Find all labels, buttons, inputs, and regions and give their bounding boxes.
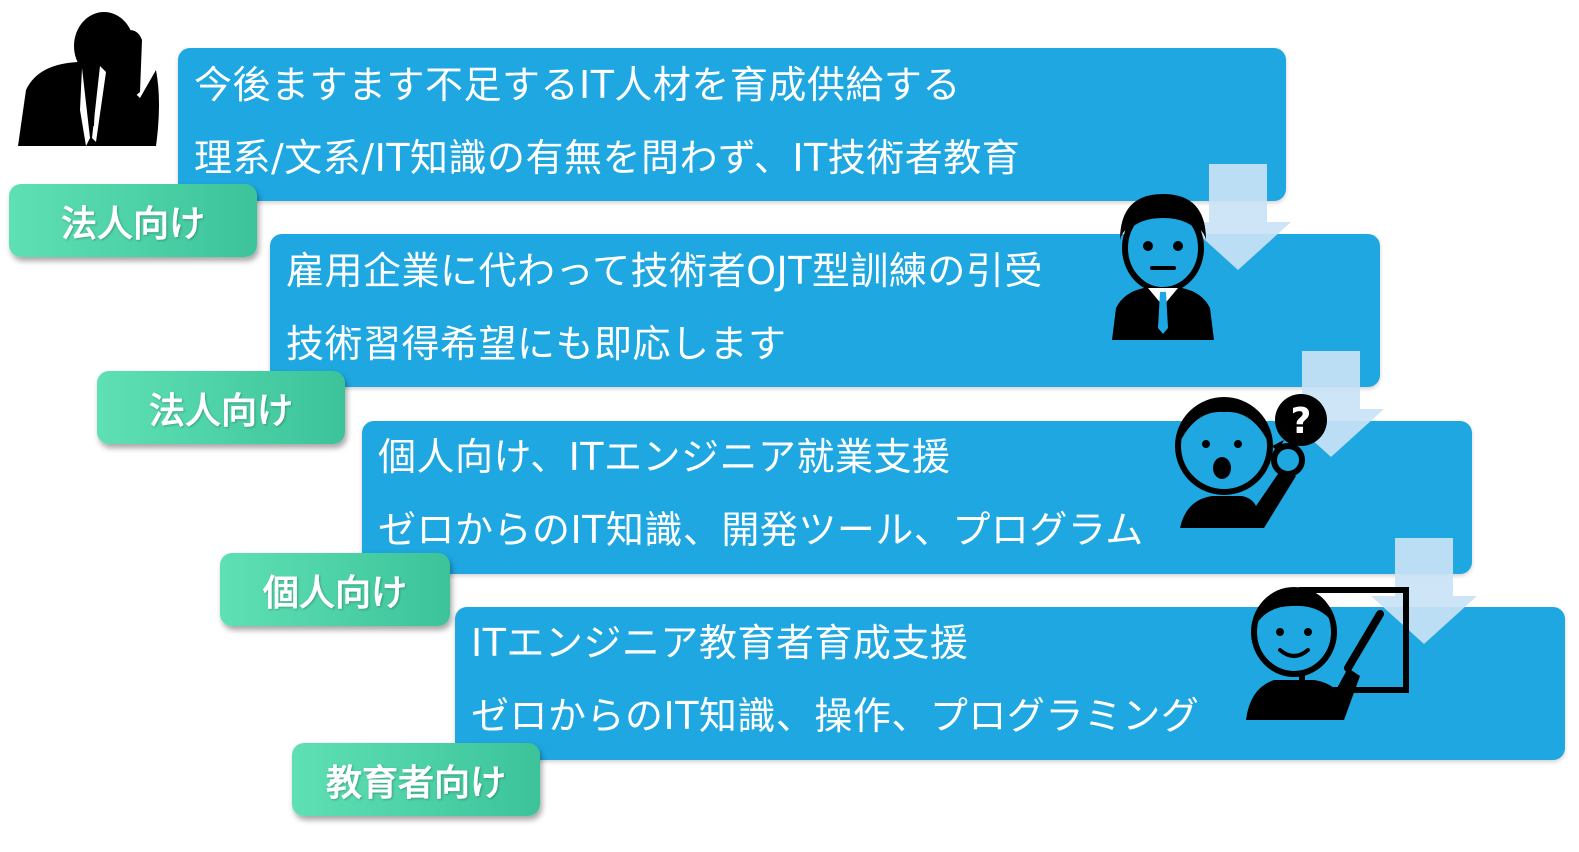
step-4-line-1: ITエンジニア教育者育成支援 <box>471 621 969 665</box>
svg-text:?: ? <box>1291 401 1312 442</box>
step-1-line-2: 理系/文系/IT知識の有無を問わず、IT技術者教育 <box>194 136 1021 180</box>
step-4-tag: 教育者向け <box>292 743 540 816</box>
step-3-tag: 個人向け <box>220 553 450 626</box>
step-4-card: ITエンジニア教育者育成支援 ゼロからのIT知識、操作、プログラミング <box>455 607 1565 760</box>
step-4-line-2: ゼロからのIT知識、操作、プログラミング <box>471 694 1200 738</box>
step-1-tag: 法人向け <box>9 184 257 257</box>
teacher-icon <box>1246 587 1409 720</box>
step-2-line-2: 技術習得希望にも即応します <box>286 322 787 366</box>
question-person-icon: ? <box>1175 394 1327 528</box>
businessman-icon <box>1112 194 1214 340</box>
step-1-line-1: 今後ますます不足するIT人材を育成供給する <box>194 63 961 107</box>
step-3-line-1: 個人向け、ITエンジニア就業支援 <box>378 435 951 479</box>
worried-man-icon <box>18 12 159 146</box>
step-1-card: 今後ますます不足するIT人材を育成供給する 理系/文系/IT知識の有無を問わず、… <box>178 48 1286 201</box>
step-2-tag: 法人向け <box>97 371 345 444</box>
step-2-line-1: 雇用企業に代わって技術者OJT型訓練の引受 <box>286 249 1043 293</box>
down-arrow-icon <box>1371 538 1477 644</box>
step-3-line-2: ゼロからのIT知識、開発ツール、プログラム <box>378 508 1144 552</box>
down-arrow-icon <box>1185 164 1291 270</box>
